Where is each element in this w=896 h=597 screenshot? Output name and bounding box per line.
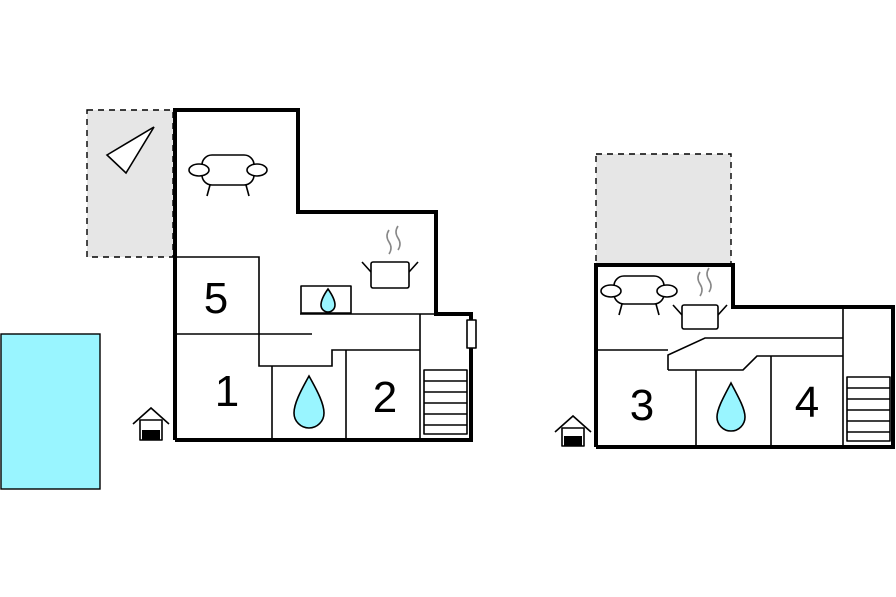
cooking-pot-icon: [672, 267, 728, 330]
house-entrance-icon: [132, 406, 170, 441]
room-number-1: 1: [215, 367, 239, 416]
sofa-icon: [188, 154, 268, 197]
stairs-icon: [423, 369, 468, 435]
water-drop-icon: [320, 287, 336, 313]
water-drop-icon: [293, 374, 325, 429]
terrace-right: [595, 153, 732, 266]
building-right: [594, 263, 895, 449]
water-drop-icon: [716, 381, 746, 432]
building-left: [173, 108, 477, 442]
cooking-pot-icon: [361, 225, 419, 289]
sink-icon: [300, 285, 352, 314]
room-number-3: 3: [630, 381, 654, 430]
room-number-4: 4: [795, 378, 819, 427]
compass-icon: [105, 126, 155, 175]
stairs-icon: [846, 376, 891, 442]
room-number-5: 5: [204, 274, 228, 323]
swimming-pool: [0, 333, 101, 490]
sofa-icon: [600, 275, 678, 316]
house-entrance-icon: [554, 414, 592, 447]
room-number-2: 2: [373, 373, 397, 422]
terrace-left: [86, 109, 174, 258]
